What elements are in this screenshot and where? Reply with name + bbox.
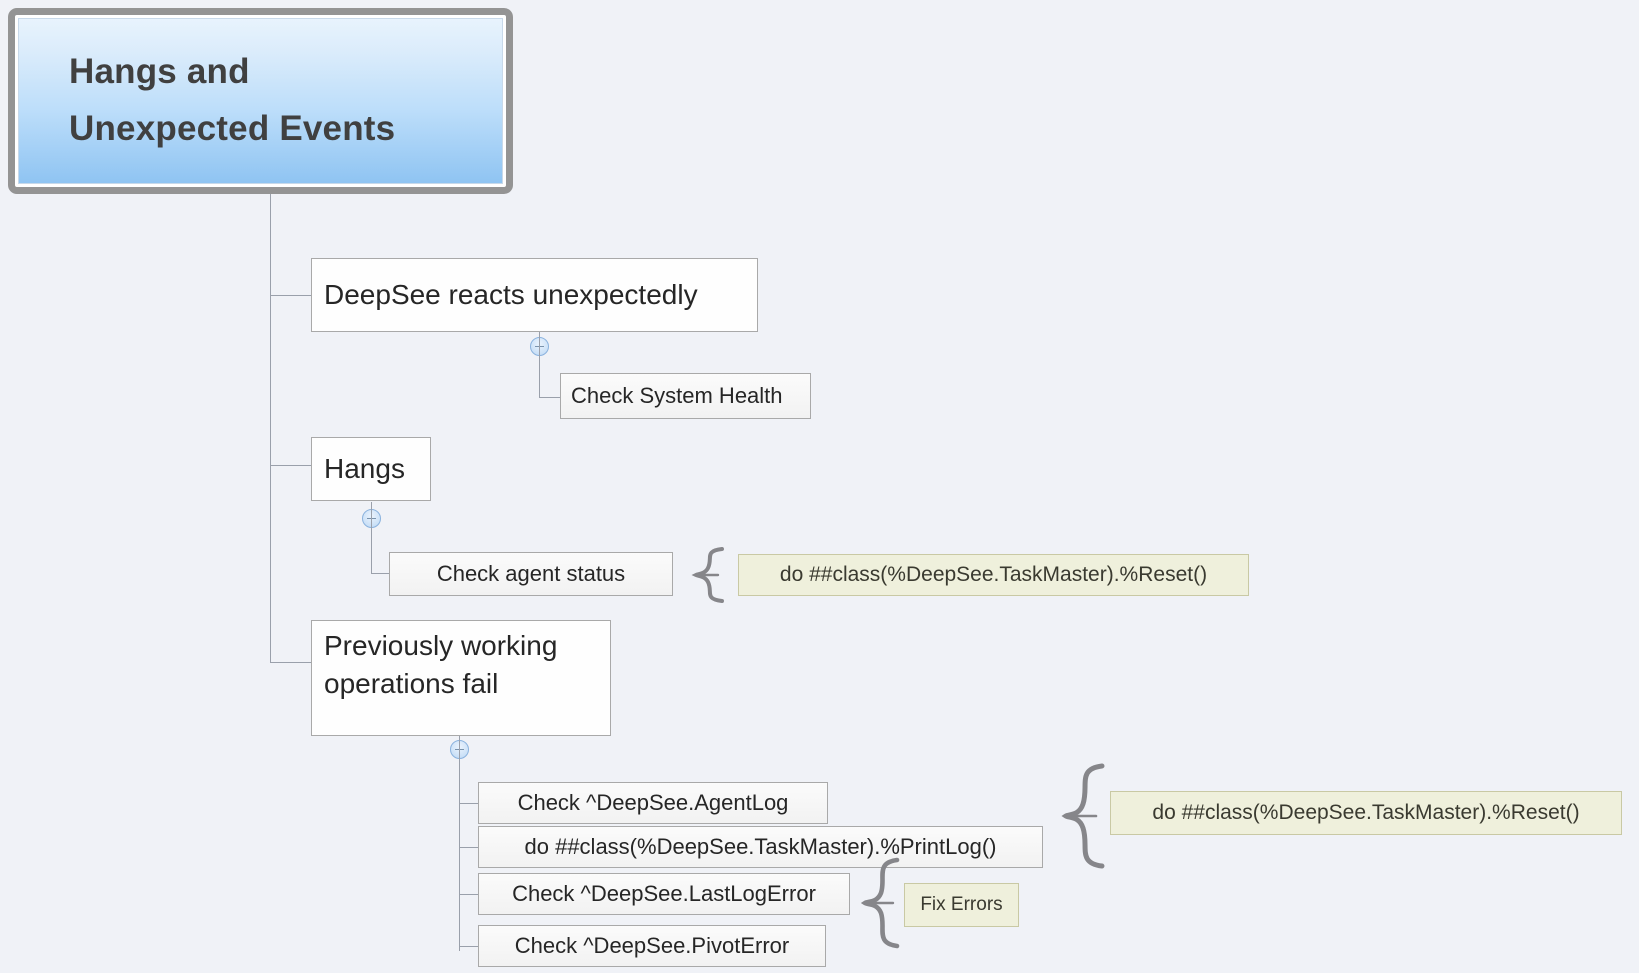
node-label-line-2: operations fail [324,668,499,700]
node-check-agent-status[interactable]: Check agent status [389,552,673,596]
node-check-system-health[interactable]: Check System Health [560,373,811,419]
node-hangs[interactable]: Hangs [311,437,431,501]
child-connector-agentlog [459,803,481,804]
node-deepsee-reacts-unexpectedly[interactable]: DeepSee reacts unexpectedly [311,258,758,332]
note-fix-errors[interactable]: Fix Errors [904,883,1019,927]
node-label: Check ^DeepSee.AgentLog [517,790,789,815]
node-label: DeepSee reacts unexpectedly [324,279,698,310]
node-label: Hangs [324,453,405,484]
subtrunk-deepsee [539,332,540,398]
child-connector-lastlogerror [459,894,481,895]
node-label-line-1: Previously working [324,630,558,661]
branch-connector-deepsee [270,295,312,296]
root-node-inner: Hangs and Unexpected Events [18,18,503,184]
node-check-pivoterror[interactable]: Check ^DeepSee.PivotError [478,925,826,967]
note-hangs-reset[interactable]: do ##class(%DeepSee.TaskMaster).%Reset() [738,554,1249,596]
branch-connector-previously [270,662,312,663]
node-label: Check agent status [436,561,626,586]
node-check-lastlogerror[interactable]: Check ^DeepSee.LastLogError [478,873,850,915]
node-label: Check ^DeepSee.LastLogError [512,881,816,906]
note-label: do ##class(%DeepSee.TaskMaster).%Reset() [1152,801,1580,824]
trunk-line [270,194,271,662]
node-label: Check ^DeepSee.PivotError [514,933,790,958]
note-label: do ##class(%DeepSee.TaskMaster).%Reset() [779,563,1208,586]
root-title-line-1: Hangs and [69,52,250,92]
brace-agentlog-printlog-note [1052,762,1108,870]
subtrunk-hangs [371,502,372,574]
child-connector-printlog [459,847,481,848]
note-previously-reset[interactable]: do ##class(%DeepSee.TaskMaster).%Reset() [1110,791,1622,835]
node-label: do ##class(%DeepSee.TaskMaster).%PrintLo… [524,834,997,859]
node-previously-working-operations-fail[interactable]: Previously working operations fail [311,620,611,736]
child-connector-pivoterror [459,946,481,947]
node-check-agentlog[interactable]: Check ^DeepSee.AgentLog [478,782,828,824]
root-node[interactable]: Hangs and Unexpected Events [8,8,513,194]
subtrunk-previously-working [459,736,460,951]
brace-hangs-note [682,546,728,604]
brace-errors-note [853,856,903,950]
child-connector-check-agent-status [371,573,393,574]
note-label: Fix Errors [920,894,1003,915]
branch-connector-hangs [270,465,312,466]
child-connector-check-system-health [539,397,561,398]
node-label: Check System Health [571,383,783,408]
root-title-line-2: Unexpected Events [69,109,396,148]
node-do-printlog[interactable]: do ##class(%DeepSee.TaskMaster).%PrintLo… [478,826,1043,868]
